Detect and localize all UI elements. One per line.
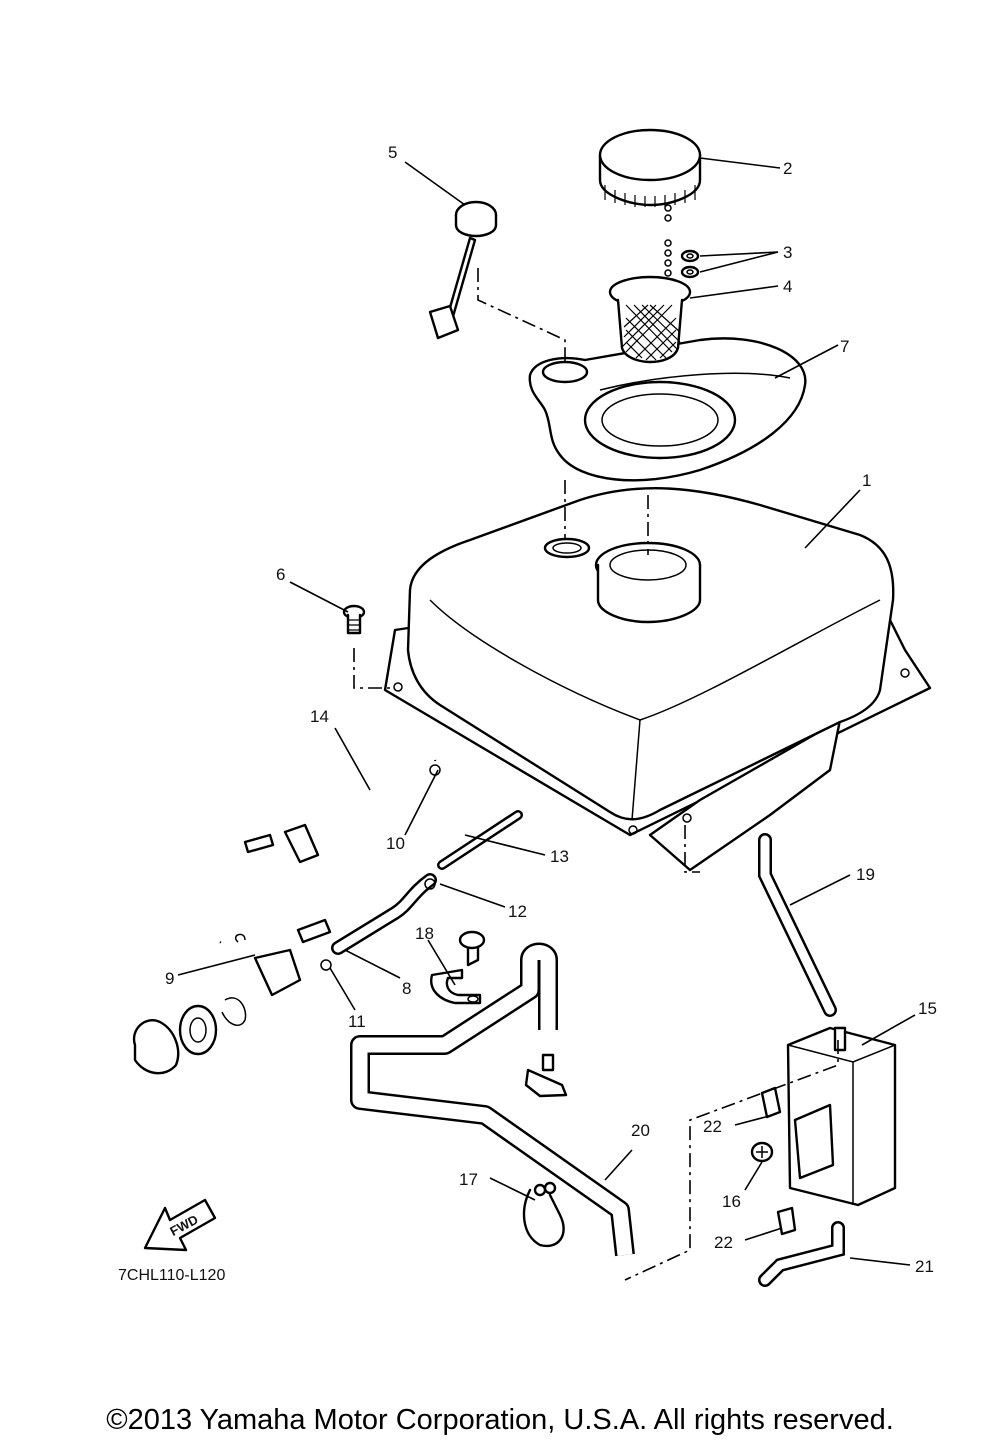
screw-16[interactable]: [750, 1141, 774, 1163]
brackets-22[interactable]: [760, 1086, 797, 1236]
callout-13: 13: [550, 847, 569, 866]
callout-22b: 22: [714, 1233, 733, 1252]
canister[interactable]: [786, 1026, 897, 1207]
drawing-code: 7CHL110-L120: [118, 1267, 225, 1284]
callout-1: 1: [862, 471, 871, 490]
callout-15: 15: [918, 999, 937, 1018]
callout-16: 16: [722, 1192, 741, 1211]
callout-21: 21: [915, 1257, 934, 1276]
tank-cover[interactable]: [528, 337, 807, 482]
leader-lines: [177, 157, 916, 1266]
callout-19: 19: [856, 865, 875, 884]
copyright-notice: ©2013 Yamaha Motor Corporation, U.S.A. A…: [106, 1404, 894, 1436]
callout-7: 7: [840, 337, 849, 356]
bolt[interactable]: [342, 604, 366, 635]
callout-labels: 1 2 3 4 5 6 7 8 9 10 11 12 13 14 15 16 1…: [165, 143, 937, 1276]
callout-6: 6: [276, 565, 285, 584]
hose-19[interactable]: [758, 833, 837, 1017]
cap-chain: [664, 204, 672, 277]
callout-2: 2: [783, 159, 792, 178]
fuel-gauge[interactable]: [428, 200, 498, 340]
filler-cap[interactable]: [598, 128, 702, 207]
fuel-cock[interactable]: [132, 918, 332, 1075]
callout-18: 18: [415, 924, 434, 943]
breather-hose[interactable]: [350, 942, 635, 1257]
callout-11: 11: [348, 1012, 366, 1031]
assembly-lines: [353, 268, 839, 1281]
clip-17[interactable]: [522, 1181, 565, 1248]
callout-9: 9: [165, 969, 174, 988]
callout-8: 8: [402, 979, 411, 998]
callout-22a: 22: [703, 1117, 722, 1136]
callout-4: 4: [783, 277, 792, 296]
fwd-arrow-icon: FWD: [143, 1198, 217, 1252]
callout-20: 20: [631, 1121, 650, 1140]
hose-clamps[interactable]: [234, 764, 441, 971]
callout-3: 3: [783, 243, 792, 262]
fuel-pipe[interactable]: [437, 810, 523, 870]
washers[interactable]: [680, 249, 700, 279]
callout-14: 14: [310, 707, 329, 726]
callout-17: 17: [459, 1170, 478, 1189]
fuel-tank[interactable]: [383, 487, 932, 872]
callout-10: 10: [386, 834, 405, 853]
callout-5: 5: [388, 143, 397, 162]
callout-12: 12: [508, 902, 527, 921]
fuel-strainer[interactable]: [608, 275, 692, 364]
hose-21[interactable]: [758, 1221, 845, 1287]
clamp-18[interactable]: [430, 930, 486, 1005]
cock-bracket[interactable]: [243, 823, 320, 864]
